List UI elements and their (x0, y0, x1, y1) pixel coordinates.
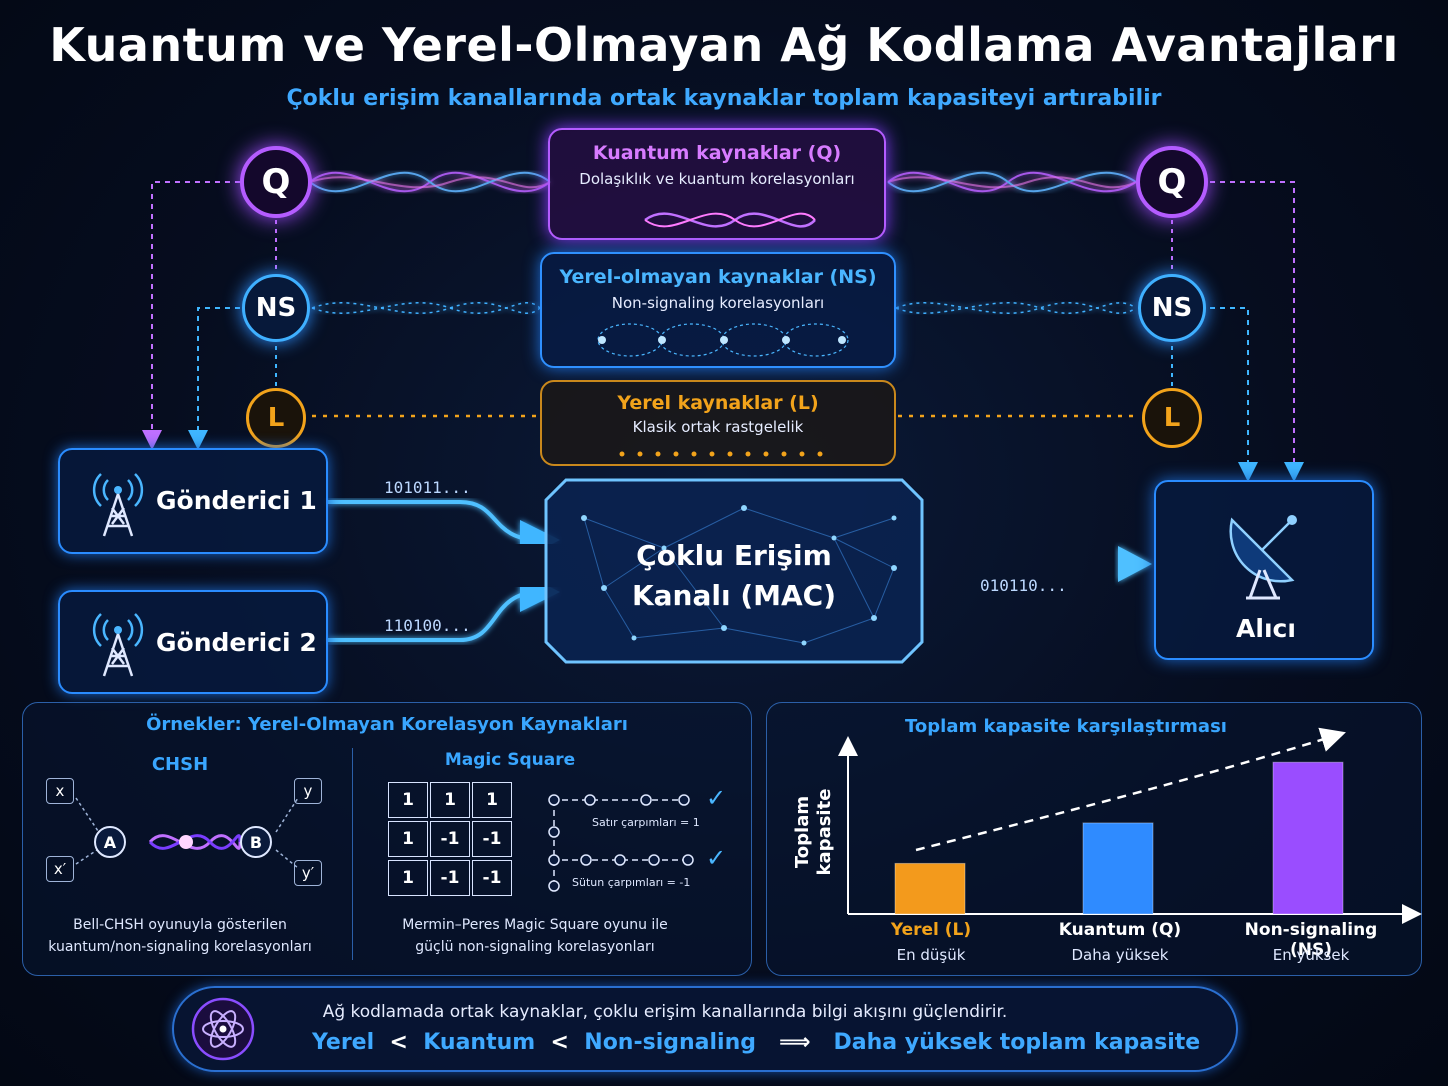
local-resource-desc: Klasik ortak rastgelelik (632, 418, 804, 436)
bar-local (894, 862, 966, 915)
examples-panel (22, 702, 752, 976)
bar-label-quantum: Kuantum (Q) (1058, 920, 1182, 940)
magic-cell: 1 (472, 782, 512, 818)
sender1-to-mac-arrow (328, 500, 560, 560)
bar-quantum (1082, 822, 1154, 915)
quantum-wave-left (309, 171, 551, 193)
ns-to-sender-line (188, 307, 240, 450)
sender-2-bits: 110100... (384, 616, 471, 635)
row-products-note: Satır çarpımları = 1 (592, 816, 700, 829)
examples-title: Örnekler: Yerel-Olmayan Korelasyon Kayna… (146, 714, 628, 735)
magic-cell: 1 (388, 821, 428, 857)
magic-cell: 1 (388, 782, 428, 818)
footer-chain: Yerel < Kuantum < Non-signaling ⟹ Daha y… (312, 1030, 1201, 1055)
nonsignaling-wave-left (311, 302, 541, 314)
examples-divider (352, 748, 353, 960)
chsh-party-a: A (94, 826, 126, 858)
magic-cell: -1 (430, 860, 470, 896)
nonsignaling-wave-right (895, 302, 1137, 314)
bar-label-local: Yerel (L) (890, 920, 972, 940)
ns-to-receiver-line (1210, 307, 1258, 482)
entanglement-wave-icon (644, 212, 816, 228)
magic-square-chains (548, 794, 694, 892)
page-title: Kuantum ve Yerel-Olmayan Ağ Kodlama Avan… (49, 18, 1399, 72)
trend-arrow (915, 727, 1346, 852)
magic-cell: -1 (430, 821, 470, 857)
bar-sub-local: En düşük (896, 946, 966, 964)
bar-sub-nonsignaling: En yüksek (1272, 946, 1350, 964)
quantum-wave-right (887, 171, 1137, 193)
chsh-title: CHSH (151, 754, 209, 775)
check-icon: ✓ (706, 844, 727, 872)
random-dots-icon (619, 451, 823, 457)
satellite-dish-icon (1229, 515, 1297, 600)
sender-1-bits: 101011... (384, 478, 471, 497)
chsh-party-b: B (240, 826, 272, 858)
magic-cell: -1 (472, 860, 512, 896)
sender-2-box: Gönderici 2 (58, 590, 328, 694)
antenna-tower-icon (92, 613, 144, 677)
local-resource-box: Yerel kaynaklar (L) Klasik ortak rastgel… (540, 380, 896, 466)
mac-network-box (544, 478, 924, 664)
local-resource-title: Yerel kaynaklar (L) (617, 392, 819, 414)
q-to-receiver-line (1210, 181, 1304, 482)
magic-square-title: Magic Square (444, 750, 576, 770)
local-node-left: L (246, 388, 306, 448)
chsh-input-x: x (46, 778, 74, 804)
magic-square-grid: 1 1 1 1 -1 -1 1 -1 -1 (388, 782, 514, 896)
nonsignaling-resource-title: Yerel-olmayan kaynaklar (NS) (559, 266, 877, 288)
nonsignaling-node-right: NS (1138, 274, 1206, 342)
quantum-node-right: Q (1136, 146, 1208, 218)
chsh-input-x-prime: x′ (46, 856, 74, 882)
check-icon: ✓ (706, 784, 727, 812)
q-to-sender-line (142, 181, 240, 450)
local-node-right: L (1142, 388, 1202, 448)
atom-icon (191, 997, 255, 1061)
chsh-diagram (75, 797, 299, 869)
quantum-node-left: Q (240, 146, 312, 218)
quantum-resource-desc: Dolaşıklık ve kuantum korelasyonları (579, 170, 855, 188)
chsh-input-y-prime: y′ (294, 860, 322, 886)
receiver-box: Alıcı (1154, 480, 1374, 660)
column-products-note: Sütun çarpımları = -1 (572, 876, 691, 889)
bar-nonsignaling (1272, 761, 1344, 915)
capacity-bar-chart (838, 727, 1422, 924)
quantum-resource-box: Kuantum kaynaklar (Q) Dolaşıklık ve kuan… (548, 128, 886, 240)
nonsignaling-resource-box: Yerel-olmayan kaynaklar (NS) Non-signali… (540, 252, 896, 368)
magic-cell: 1 (388, 860, 428, 896)
nonsignaling-chain-icon (597, 323, 849, 357)
sender-2-label: Gönderici 2 (156, 628, 317, 657)
receiver-label: Alıcı (1236, 614, 1296, 643)
footer-banner (172, 986, 1238, 1072)
chsh-input-y: y (294, 778, 322, 804)
nonsignaling-node-left: NS (242, 274, 310, 342)
bar-sub-quantum: Daha yüksek (1071, 946, 1169, 964)
magic-cell: -1 (472, 821, 512, 857)
nonsignaling-resource-desc: Non-signaling korelasyonları (611, 294, 825, 312)
sender2-to-mac-arrow (328, 572, 560, 642)
quantum-resource-title: Kuantum kaynaklar (Q) (592, 142, 842, 164)
sender-1-label: Gönderici 1 (156, 486, 317, 515)
bar-label-nonsignaling: Non-signaling (NS) (1244, 920, 1378, 960)
magic-cell: 1 (430, 782, 470, 818)
antenna-tower-icon (92, 473, 144, 537)
sender-1-box: Gönderici 1 (58, 448, 328, 554)
footer-text: Ağ kodlamada ortak kaynaklar, çoklu eriş… (322, 1002, 1008, 1022)
page-subtitle: Çoklu erişim kanallarında ortak kaynakla… (286, 86, 1162, 111)
mac-output-bits: 010110... (980, 576, 1067, 595)
capacity-title: Toplam kapasite karşılaştırması (905, 716, 1227, 737)
